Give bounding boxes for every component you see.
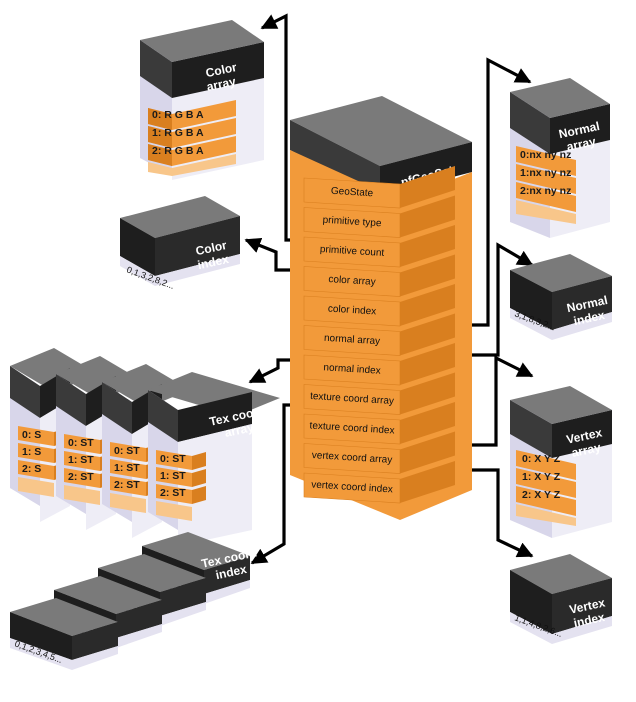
geoset-row [303,472,401,504]
geoset-field-label: vertex coord array [311,450,392,466]
geoset-field-label: texture coord array [310,391,394,407]
texcoord-array-row: 1: ST [160,470,186,482]
vertex-array-row: 1: X Y Z [522,471,561,483]
geoset-header-left [290,120,380,196]
normal-array-row: 1:nx ny nz [520,167,571,179]
vertex-array-block: Vertex array 0: X Y Z 1: X Y Z 2: X Y Z [510,386,612,538]
geoset-rows: GeoState primitive type primitive count col… [303,166,455,504]
normal-array-row: 2:nx ny nz [520,185,571,197]
vertex-array-row: 0: X Y Z [522,453,561,465]
texcoord-array-stack: 0: S 1: S 2: S 0: ST 1: ST 2: ST 0: ST 1: ST 2: … [10,348,280,546]
texcoord-index-title-2: index [214,562,248,582]
vertex-index-title-2: index [572,610,606,630]
geoset-row [303,384,401,415]
color-array-title-2: array [205,74,237,94]
geoset-row-side [400,461,455,503]
texcoord-array-row: 1: ST [114,462,140,474]
geoset-field-label: color index [328,304,377,318]
texcoord-array-row: 2: ST [68,471,94,483]
geoset-field-label: primitive count [320,244,385,259]
geoset-row [303,325,401,356]
color-array-row: 0: R G B A [152,109,204,121]
normal-array-block: Normal array 0:nx ny nz 1:nx ny nz 2:nx … [510,78,610,238]
color-array-rows: 0: R G B A 1: R G B A 2: R G B A [148,100,236,176]
color-index-title-1: Color [194,238,228,258]
geoset-row [303,354,401,386]
geoset-field-label: normal index [323,362,381,376]
arrow-vertex-index [455,468,534,558]
texcoord-array-row: 0: ST [114,445,140,457]
geoset-field-label: texture coord index [309,420,395,436]
arrow-vertex-array [455,355,534,447]
color-array-row: 1: R G B A [152,127,204,139]
normal-index-block: Normal index 3,1,8,3,2... [510,254,612,340]
geoset-row-side [400,431,455,474]
geoset-row-side [400,166,455,208]
geoset-field-label: GeoState [331,186,374,200]
geoset-row [303,443,401,474]
color-array-header [172,42,264,98]
geoset-row [303,266,401,297]
texcoord-index-stack: 0,1,2,3,4,5...Tex coordindex0,1,2,3,4,5.… [10,532,258,670]
geoset-row-side [400,402,455,444]
color-array-row: 2: R G B A [152,145,204,157]
color-index-block: Color index 0,1,3,2,8,2... [120,196,240,291]
vertex-array-row: 2: X Y Z [522,489,561,501]
geoset-row [303,207,401,238]
color-index-title-2: index [196,252,230,272]
geoset-field-label: color array [328,274,376,288]
texcoord-array-row: 0: ST [68,437,94,449]
geoset-row-side [400,284,455,326]
texcoord-array-row: 2: ST [160,487,186,499]
arrow-normal-index [455,242,534,357]
geoset-field-label: vertex coord index [311,480,393,496]
geoset-field-label: primitive type [322,215,382,230]
texcoord-array-row: 2: ST [114,479,140,491]
normal-array-title-2: array [565,134,597,154]
vertex-index-block: Vertex index 1,1,4,8,2,6... [510,554,612,644]
normal-index-title-2: index [572,308,606,328]
geoset-row-side [400,313,455,356]
geoset-row-side [400,343,455,385]
color-array-top [140,20,264,62]
color-array-title-1: Color [204,60,238,80]
geoset-row [303,177,401,209]
texcoord-array-row: 0: ST [160,453,186,465]
color-array-block: Color array 0: R G B A 1: R G B A 2: R G… [140,20,264,180]
texcoord-array-row: 1: ST [68,454,94,466]
texcoord-array-row: 0: S [22,429,41,441]
geoset-field-label: normal array [324,333,381,347]
geoset-row [303,295,401,327]
geoset-row-side [400,372,455,415]
texcoord-array-title-2: array [223,420,255,440]
texcoord-array-row: 2: S [22,463,41,475]
geoset-top [290,96,472,166]
geoset-row-side [400,225,455,267]
texcoord-array-row: 1: S [22,446,41,458]
geoset-row [303,236,401,268]
vertex-array-title-2: array [570,440,602,460]
geoset-header-right [380,142,472,196]
normal-array-row: 0:nx ny nz [520,149,571,161]
geoset-row-side [400,254,455,297]
geoset-row-side [400,195,455,238]
geoset-row [303,413,401,445]
